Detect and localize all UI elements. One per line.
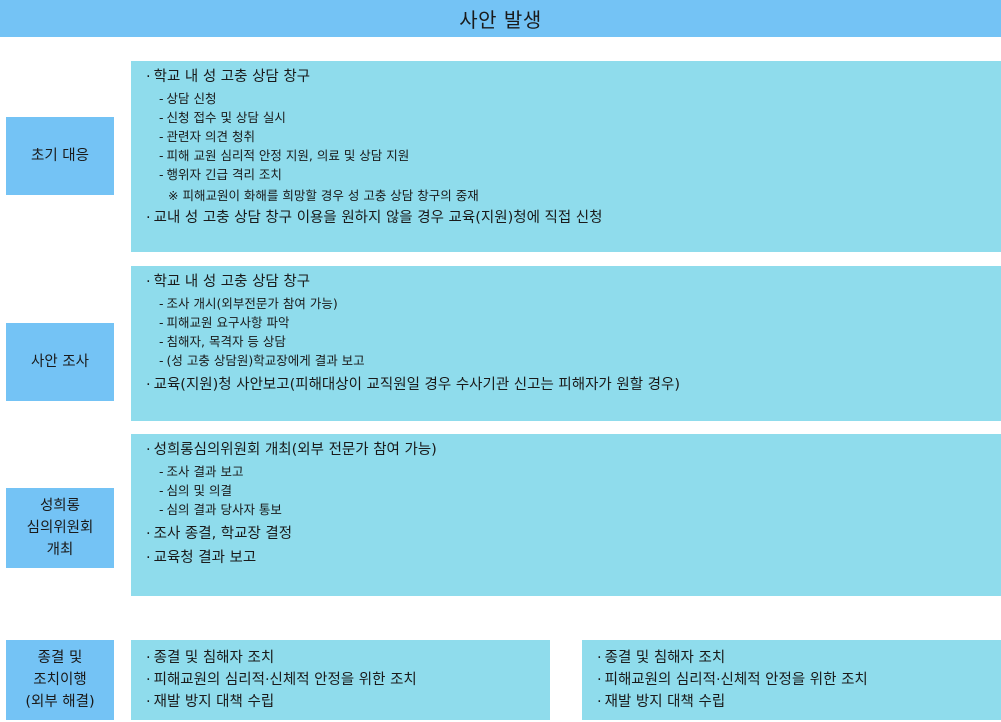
list-item: ·조사 종결, 학교장 결정 [146,526,293,542]
list-item: ·학교 내 성 고충 상담 창구 [146,69,311,85]
sub-item: -피해교원 요구사항 파악 [159,315,290,330]
stage-label-committee: 성희롱 심의위원회 개최 [6,488,114,568]
list-item: ·교내 성 고충 상담 창구 이용을 원하지 않을 경우 교육(지원)청에 직접… [146,210,603,226]
list-item: ·피해교원의 심리적·신체적 안정을 위한 조치 [146,672,417,688]
stage-label-initial-response: 초기 대응 [6,117,114,195]
stage-box-initial-response: ·학교 내 성 고충 상담 창구 -상담 신청 -신청 접수 및 상담 실시 -… [131,61,1001,252]
stage-box-committee: ·성희롱심의위원회 개최(외부 전문가 참여 가능) -조사 결과 보고 -심의… [131,434,1001,596]
sub-item: -신청 접수 및 상담 실시 [159,110,286,125]
sub-item: -심의 결과 당사자 통보 [159,502,282,517]
sub-item: -침해자, 목격자 등 상담 [159,334,286,349]
sub-item: -조사 개시(외부전문가 참여 가능) [159,296,338,311]
stage-label-closure: 종결 및 조치이행 (외부 해결) [6,640,114,720]
note-text: ※ 피해교원이 화해를 희망할 경우 성 고충 상담 창구의 중재 [168,188,479,203]
stage-label-investigation: 사안 조사 [6,323,114,401]
sub-item: -관련자 의견 청취 [159,129,255,144]
sub-item: -피해 교원 심리적 안정 지원, 의료 및 상담 지원 [159,148,410,163]
stage-box-closure-right: ·종결 및 침해자 조치 ·피해교원의 심리적·신체적 안정을 위한 조치 ·재… [582,640,1001,720]
list-item: ·종결 및 침해자 조치 [597,650,726,666]
stage-box-closure-left: ·종결 및 침해자 조치 ·피해교원의 심리적·신체적 안정을 위한 조치 ·재… [131,640,550,720]
list-item: ·재발 방지 대책 수립 [597,694,726,710]
list-item: ·재발 방지 대책 수립 [146,694,275,710]
stage-box-investigation: ·학교 내 성 고충 상담 창구 -조사 개시(외부전문가 참여 가능) -피해… [131,266,1001,421]
list-item: ·교육(지원)청 사안보고(피해대상이 교직원일 경우 수사기관 신고는 피해자… [146,377,681,393]
list-item: ·학교 내 성 고충 상담 창구 [146,274,311,290]
list-item: ·종결 및 침해자 조치 [146,650,275,666]
sub-item: -상담 신청 [159,91,217,106]
page-title: 사안 발생 [0,0,1001,37]
sub-item: -심의 및 의결 [159,483,232,498]
sub-item: -조사 결과 보고 [159,464,244,479]
list-item: ·교육청 결과 보고 [146,550,257,566]
sub-item: -행위자 긴급 격리 조치 [159,167,282,182]
sub-item: -(성 고충 상담원)학교장에게 결과 보고 [159,353,365,368]
list-item: ·성희롱심의위원회 개최(외부 전문가 참여 가능) [146,442,437,458]
list-item: ·피해교원의 심리적·신체적 안정을 위한 조치 [597,672,868,688]
page-title-text: 사안 발생 [459,8,542,32]
